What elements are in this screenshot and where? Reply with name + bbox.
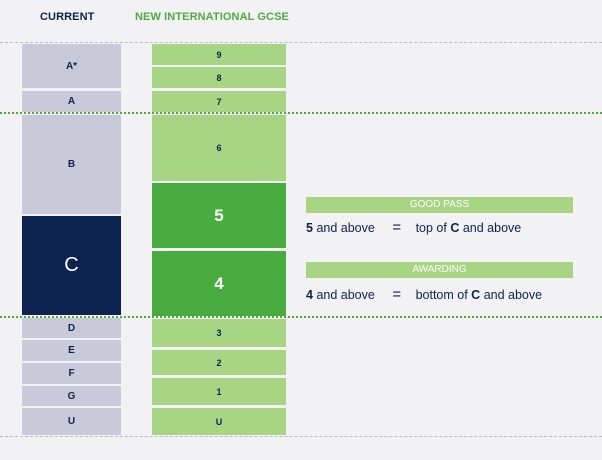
good-pass-equals: =	[392, 219, 402, 236]
new-grade-8: 8	[152, 67, 286, 88]
new-grade-6: 6	[152, 115, 286, 181]
current-grade-u: U	[22, 408, 121, 435]
awarding-suffix: and above	[483, 288, 543, 302]
current-grade-a-star: A*	[22, 44, 121, 88]
new-gcse-column-header: NEW INTERNATIONAL GCSE	[135, 11, 289, 23]
current-grade-e: E	[22, 340, 121, 361]
awarding-grade: C	[471, 288, 481, 302]
current-grade-a: A	[22, 91, 121, 112]
new-grade-2: 2	[152, 350, 286, 375]
awarding-rule: 4 and above = bottom of C and above	[306, 286, 542, 303]
awarding-banner: AWARDING	[306, 262, 573, 278]
good-pass-prefix: top of	[415, 221, 447, 235]
good-pass-banner: GOOD PASS	[306, 197, 573, 213]
new-grade-5: 5	[152, 183, 286, 248]
good-pass-suffix: and above	[462, 221, 522, 235]
awarding-prefix: bottom of	[415, 288, 468, 302]
good-pass-and-above: and above	[316, 221, 375, 235]
new-grade-4: 4	[152, 251, 286, 316]
current-grade-d: D	[22, 318, 121, 338]
new-grade-3: 3	[152, 319, 286, 347]
awarding-equals: =	[392, 286, 402, 303]
current-column-header: CURRENT	[40, 11, 95, 23]
top-separator	[0, 42, 602, 43]
current-grade-g: G	[22, 386, 121, 406]
good-pass-rule: 5 and above = top of C and above	[306, 219, 521, 236]
good-pass-grade: C	[450, 221, 460, 235]
awarding-and-above: and above	[316, 288, 375, 302]
current-grade-b: B	[22, 115, 121, 214]
new-grade-u: U	[152, 408, 286, 435]
current-grade-f: F	[22, 363, 121, 384]
grade-c-boundary-line	[0, 316, 602, 318]
good-pass-number: 5	[306, 221, 313, 235]
new-grade-1: 1	[152, 378, 286, 405]
new-grade-9: 9	[152, 44, 286, 65]
new-grade-7: 7	[152, 91, 286, 112]
bottom-separator	[0, 436, 602, 437]
awarding-number: 4	[306, 288, 313, 302]
grade-a-boundary-line	[0, 112, 602, 114]
current-grade-c: C	[22, 216, 121, 315]
